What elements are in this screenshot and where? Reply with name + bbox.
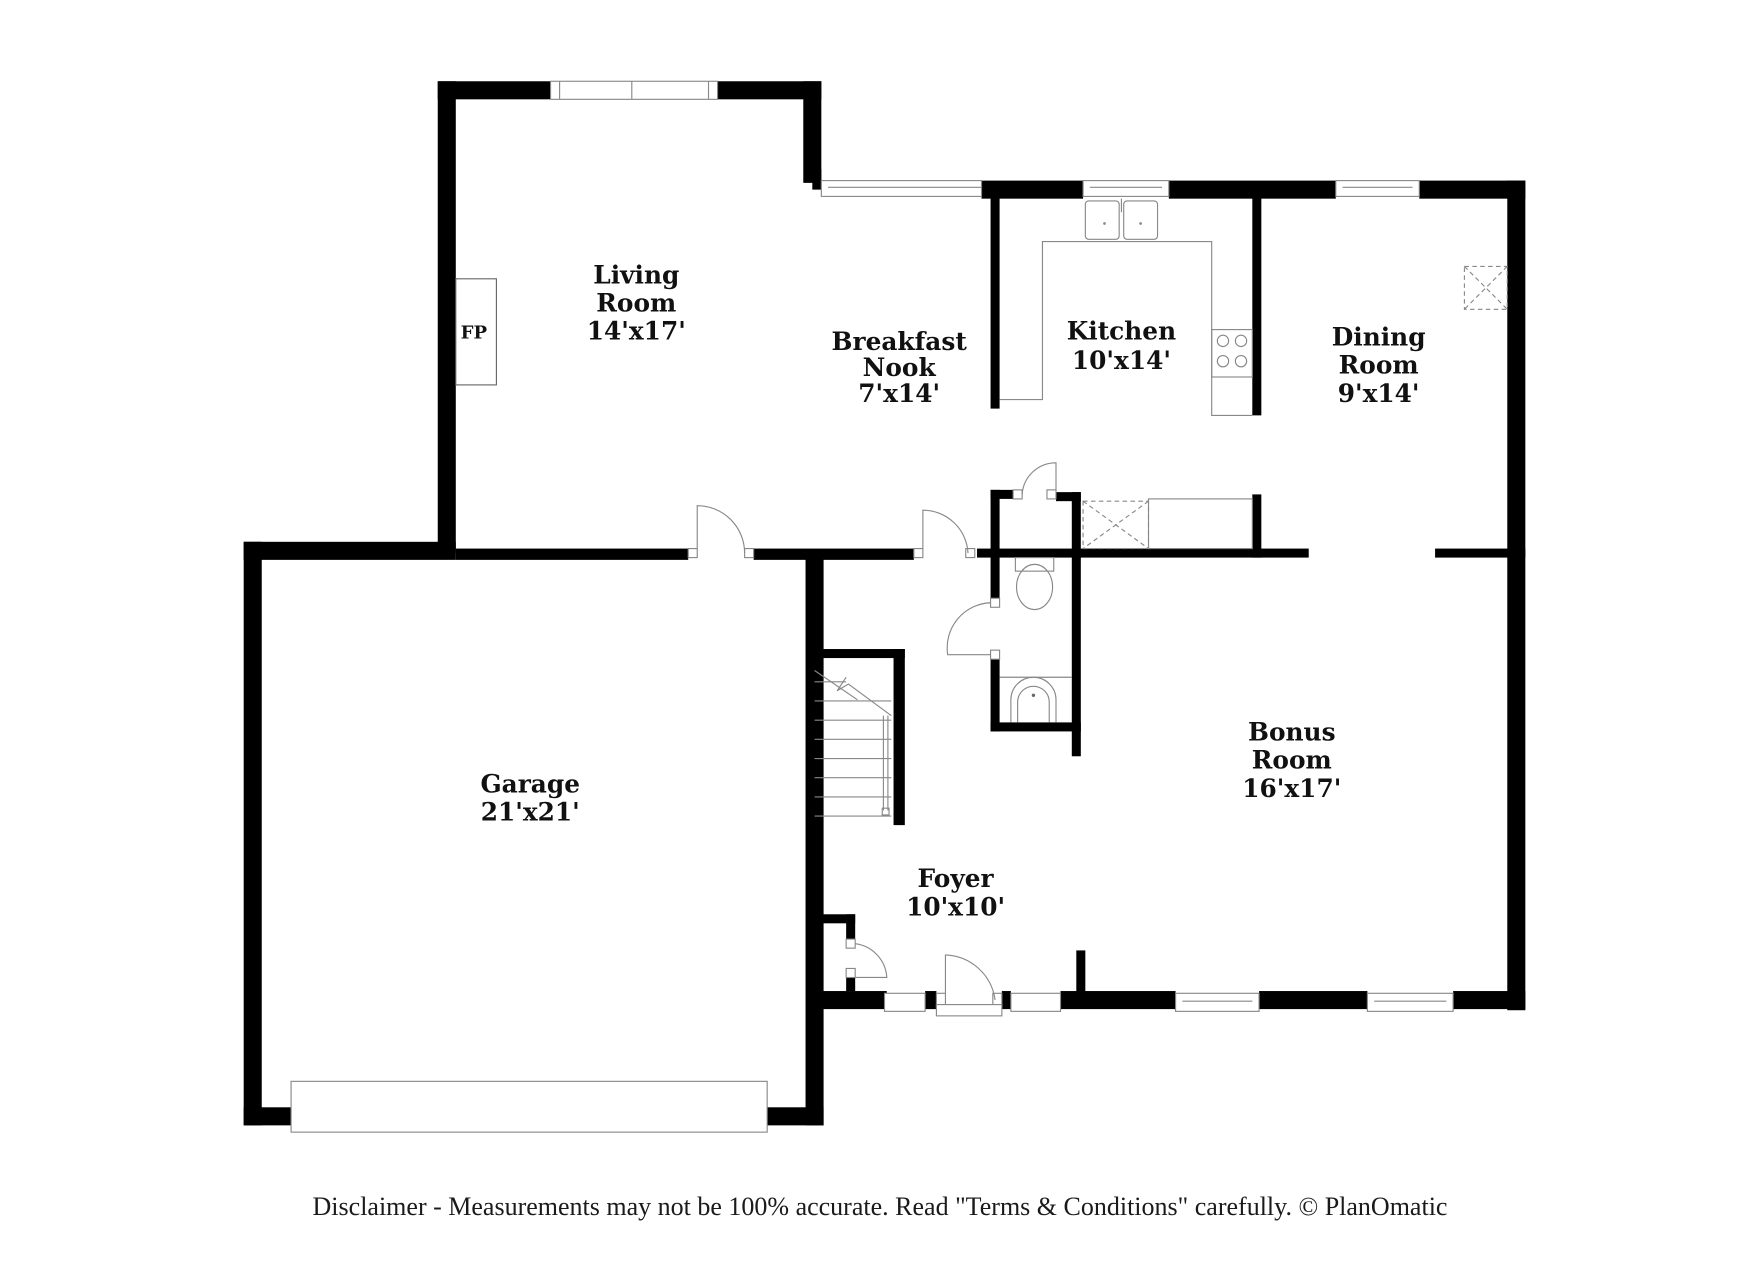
room-dimensions: 9'x14' xyxy=(1338,379,1420,408)
room-dimensions: 10'x10' xyxy=(906,892,1005,921)
room-dining-room: Dining Room 9'x14' xyxy=(1332,322,1426,407)
room-name: Garage xyxy=(480,769,580,798)
room-name: Dining xyxy=(1332,322,1426,351)
kitchen-counter xyxy=(999,198,1253,416)
room-name: Bonus xyxy=(1248,717,1336,746)
bath-sink xyxy=(999,676,1072,723)
fireplace: FP xyxy=(455,278,497,386)
room-breakfast-nook: Breakfast Nook 7'x14' xyxy=(832,327,968,408)
room-dimensions: 10'x14' xyxy=(1072,346,1171,375)
walls xyxy=(243,81,1526,1126)
room-dimensions: 16'x17' xyxy=(1242,774,1341,803)
staircase xyxy=(814,670,892,817)
room-name: Room xyxy=(1339,351,1419,380)
room-dimensions: 14'x17' xyxy=(587,317,686,346)
attic-access xyxy=(1463,265,1508,310)
disclaimer-text: Disclaimer - Measurements may not be 100… xyxy=(312,1192,1448,1221)
fireplace-label: FP xyxy=(461,323,488,344)
room-garage: Garage 21'x21' xyxy=(480,769,580,826)
room-foyer: Foyer 10'x10' xyxy=(906,864,1005,921)
stove xyxy=(1211,329,1253,378)
room-name: Nook xyxy=(863,353,937,382)
room-living-room: Living Room 14'x17' xyxy=(587,260,686,345)
room-kitchen: Kitchen 10'x14' xyxy=(1067,317,1176,375)
room-name: Foyer xyxy=(918,864,995,893)
windows xyxy=(550,80,1454,1012)
room-name: Kitchen xyxy=(1067,317,1176,346)
doors xyxy=(687,462,1057,1017)
room-name: Room xyxy=(596,289,676,318)
closet-storage xyxy=(1082,498,1253,550)
room-name: Breakfast xyxy=(832,327,968,356)
room-name: Living xyxy=(593,260,679,289)
room-bonus-room: Bonus Room 16'x17' xyxy=(1242,717,1341,802)
toilet xyxy=(1014,557,1055,611)
room-dimensions: 21'x21' xyxy=(481,798,580,827)
room-name: Room xyxy=(1252,746,1332,775)
room-dimensions: 7'x14' xyxy=(858,379,940,408)
garage-door xyxy=(290,1080,768,1133)
